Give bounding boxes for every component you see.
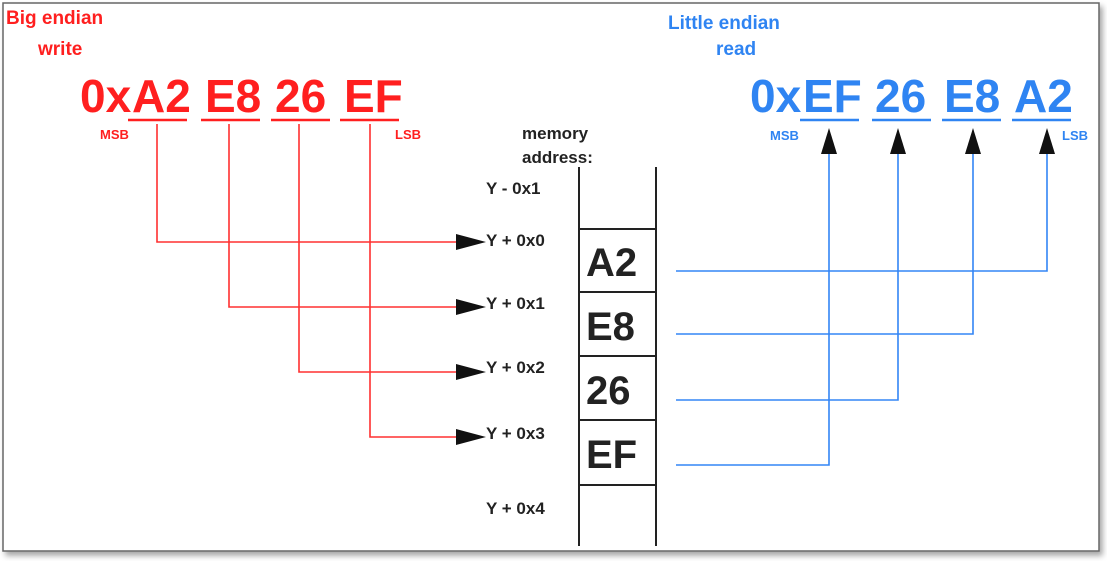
little-endian-subtitle: read [716,39,756,60]
little-endian-byte-3: E8 [944,70,1000,122]
little-endian-title: Little endian [668,13,780,34]
big-endian-write-wires [156,124,458,438]
address-label-y-plus-2: Y + 0x2 [486,358,545,377]
memory-header-line1: memory [522,124,589,143]
big-endian-byte-3: 26 [275,70,326,122]
big-endian-byte-1: A2 [132,70,191,122]
memory-header-line2: address: [522,148,593,167]
diagram-frame [2,2,1100,552]
memory-column [578,167,657,546]
big-endian-title: Big endian [6,8,103,29]
big-endian-byte-2: E8 [205,70,261,122]
address-label-y-plus-3: Y + 0x3 [486,424,545,443]
little-endian-byte-4: A2 [1014,70,1073,122]
memory-cell-2: 26 [586,369,631,413]
little-endian-byte-2: 26 [875,70,926,122]
little-endian-lsb-label: LSB [1062,128,1088,143]
little-endian-byte-1: EF [803,70,862,122]
little-endian-msb-label: MSB [770,128,799,143]
memory-cell-3: EF [586,433,637,477]
address-label-y-minus-1: Y - 0x1 [486,179,541,198]
big-endian-prefix: 0x [80,70,132,122]
big-endian-lsb-label: LSB [395,127,421,142]
big-endian-msb-label: MSB [100,127,129,142]
write-arrowheads [456,234,486,445]
memory-cell-1: E8 [586,305,635,349]
address-label-y-plus-4: Y + 0x4 [486,499,545,518]
big-endian-byte-4: EF [344,70,403,122]
memory-cell-0: A2 [586,241,637,285]
big-endian-subtitle: write [37,39,82,60]
read-arrowheads [821,128,1055,154]
address-label-y-plus-0: Y + 0x0 [486,231,545,250]
address-label-y-plus-1: Y + 0x1 [486,294,545,313]
little-endian-read-wires [676,148,1048,466]
little-endian-prefix: 0x [750,70,802,122]
